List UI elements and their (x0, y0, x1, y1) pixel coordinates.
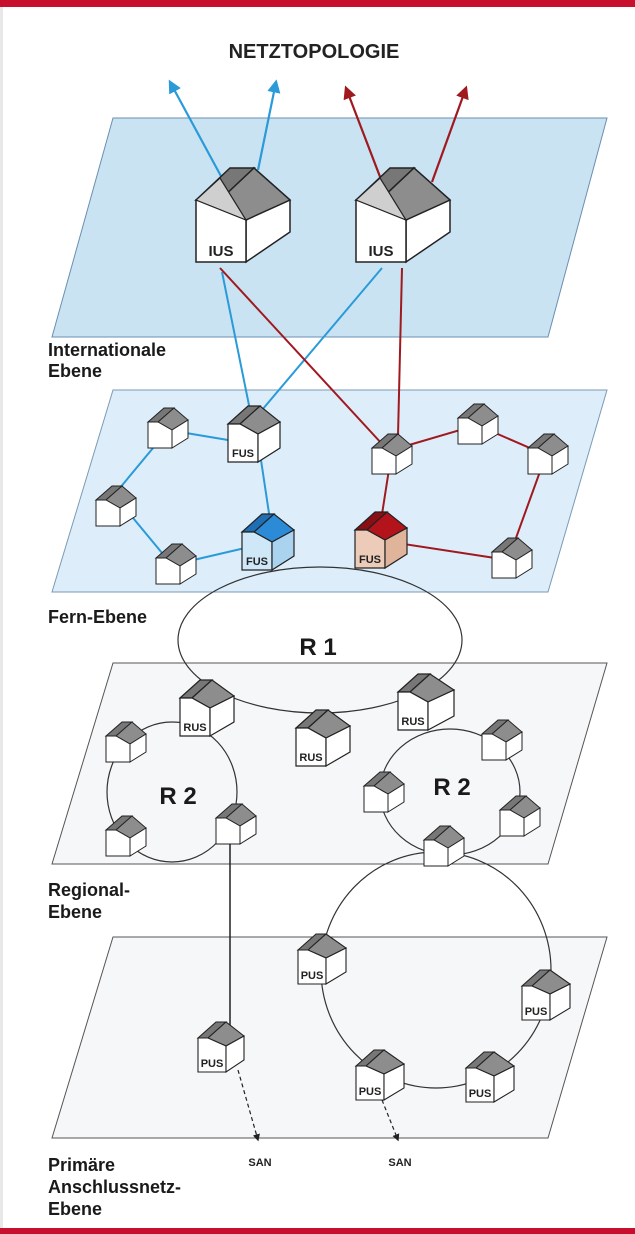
regional-house-1 (104, 721, 147, 763)
regional-house-2 (104, 815, 147, 857)
level-label-fern: Fern-Ebene (48, 607, 147, 627)
fus-building-top: FUS (226, 405, 282, 464)
level-label-access-1: Primäre (48, 1155, 115, 1175)
pus-building-ring-right: PUS (520, 969, 572, 1021)
ring-r2-right-label: R 2 (433, 774, 470, 801)
rus-building-right: RUS (396, 673, 456, 732)
pus-building-ring-bottom-right: PUS (464, 1051, 516, 1103)
pus-building-ring-top: PUS (296, 933, 348, 985)
san-arrow-right (381, 1099, 400, 1142)
fern-house-6 (526, 433, 569, 475)
ring-r1-label: R 1 (299, 634, 336, 661)
bottom-frame-bar (0, 1228, 635, 1234)
international-plane (51, 117, 608, 338)
rus-label-right: RUS (401, 716, 424, 728)
rus-building-mid: RUS (294, 709, 352, 768)
pus-label-ring-right: PUS (525, 1006, 548, 1018)
level-label-regional-2: Ebene (48, 902, 102, 922)
fus-label-red: FUS (359, 554, 381, 566)
regional-house-3 (214, 803, 257, 845)
level-label-access-3: Ebene (48, 1199, 102, 1219)
red-link-ius1-fern (219, 267, 384, 446)
rus-label-mid: RUS (299, 752, 322, 764)
fern-house-7 (490, 537, 533, 579)
san-arrow-left (237, 1069, 260, 1142)
ius-building-right: IUS (354, 166, 452, 264)
pus-label-ring-bottom-right: PUS (469, 1088, 492, 1100)
left-border (0, 7, 3, 1228)
fus-building-blue: FUS (240, 513, 296, 572)
fern-house-4 (370, 433, 413, 475)
pus-building-left: PUS (196, 1021, 245, 1074)
red-uplink-2 (430, 85, 469, 183)
pus-label-left: PUS (201, 1058, 224, 1070)
fus-label-top: FUS (232, 448, 254, 460)
san-label-left: SAN (248, 1157, 271, 1169)
fus-label-blue: FUS (246, 556, 268, 568)
ring-r2-left-label: R 2 (159, 783, 196, 810)
blue-link-ius2-fus (261, 267, 383, 411)
level-label-regional-1: Regional- (48, 880, 130, 900)
regional-house-6 (498, 795, 541, 837)
diagram-title: NETZTOPOLOGIE (229, 41, 400, 63)
ring-r2-left (106, 721, 238, 863)
regional-house-4 (480, 719, 523, 761)
san-label-right: SAN (388, 1157, 411, 1169)
pus-label-ring-bottom-left: PUS (359, 1086, 382, 1098)
red-link-ius2-fern (397, 267, 403, 437)
blue-link-ius-fus (221, 271, 253, 421)
red-uplink-1 (343, 85, 384, 183)
fern-house-5 (456, 403, 499, 445)
blue-uplink-2 (256, 79, 281, 171)
ius-label-left: IUS (208, 243, 233, 260)
level-label-access-2: Anschlussnetz- (48, 1177, 181, 1197)
regional-house-5 (362, 771, 405, 813)
level-label-international-1: Internationale (48, 340, 166, 360)
level-label-international-2: Ebene (48, 361, 102, 381)
fus-building-red: FUS (353, 511, 409, 570)
blue-uplink-1 (168, 79, 223, 179)
rus-label-left: RUS (183, 722, 206, 734)
fern-house-3 (154, 543, 197, 585)
pus-building-ring-bottom-left: PUS (354, 1049, 406, 1101)
regional-house-7 (422, 825, 465, 867)
rus-building-left: RUS (178, 679, 236, 738)
fern-house-1 (146, 407, 189, 449)
fern-house-2 (94, 485, 137, 527)
top-frame-bar (0, 0, 635, 7)
pus-label-ring-top: PUS (301, 970, 324, 982)
ius-building-left: IUS (194, 166, 292, 264)
ius-label-right: IUS (368, 243, 393, 260)
